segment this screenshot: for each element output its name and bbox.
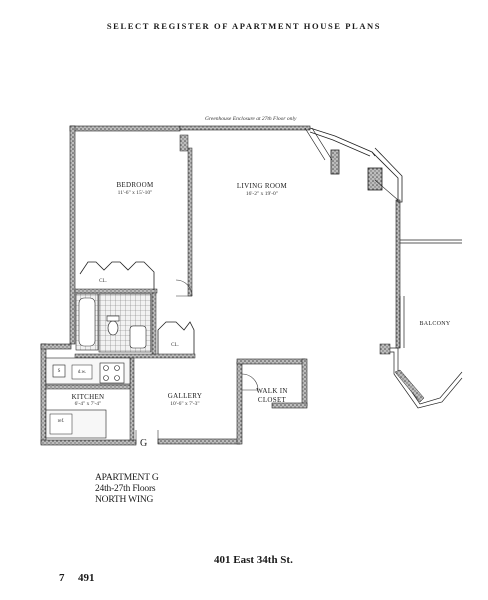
toilet [107, 320, 119, 336]
living-room-label: LIVING ROOM [236, 182, 288, 190]
apartment-wing: NORTH WING [95, 495, 154, 505]
page-ref-left: 7 [59, 572, 65, 584]
refrigerator-box [49, 413, 73, 435]
walk-in-closet-label-2: CLOSET [257, 396, 287, 404]
building-address: 401 East 34th St. [214, 554, 293, 566]
apartment-floors: 24th-27th Floors [95, 484, 156, 494]
refrigerator-label: ref. [57, 419, 65, 424]
balcony-diagonal-wall [394, 369, 425, 403]
walk-in-closet-label-1: WALK IN [256, 387, 288, 395]
gallery-dims: 10'-6" x 7'-3" [170, 401, 200, 407]
page-header: SELECT REGISTER OF APARTMENT HOUSE PLANS [106, 21, 382, 31]
greenhouse-walls [304, 127, 403, 203]
toilet-tank [106, 315, 120, 322]
tub-inner [78, 297, 96, 347]
closet-outline [79, 261, 155, 290]
door-swings [135, 279, 259, 444]
bedroom-label: BEDROOM [116, 181, 154, 189]
bedroom-dims: 11'-6" x 15'-10" [117, 190, 153, 196]
entry-mark: G [140, 438, 148, 449]
sink-label: S [57, 369, 61, 374]
apartment-name: APARTMENT G [95, 473, 159, 483]
kitchen-dims: 6'-4" x 7'-4" [74, 401, 102, 407]
gallery-label: GALLERY [167, 392, 203, 400]
closet-label-1: CL. [99, 279, 107, 284]
interior-walls [45, 134, 196, 441]
exterior-walls [40, 125, 401, 446]
dishwasher-box [71, 364, 93, 380]
closet-outline-2 [157, 321, 195, 354]
dishwasher-label: d.w. [77, 370, 87, 375]
closet-label-2: CL. [171, 343, 179, 348]
range-box [99, 362, 125, 384]
page-ref-right: 491 [78, 572, 95, 584]
sink-box [52, 364, 66, 378]
living-room-dims: 16'-2" x 19'-0" [245, 191, 279, 197]
lavatory [129, 325, 147, 349]
kitchen-label: KITCHEN [71, 393, 105, 401]
balcony-label: BALCONY [419, 321, 451, 327]
greenhouse-note: Greenhouse Enclosure at 27th Floor only [205, 116, 297, 122]
